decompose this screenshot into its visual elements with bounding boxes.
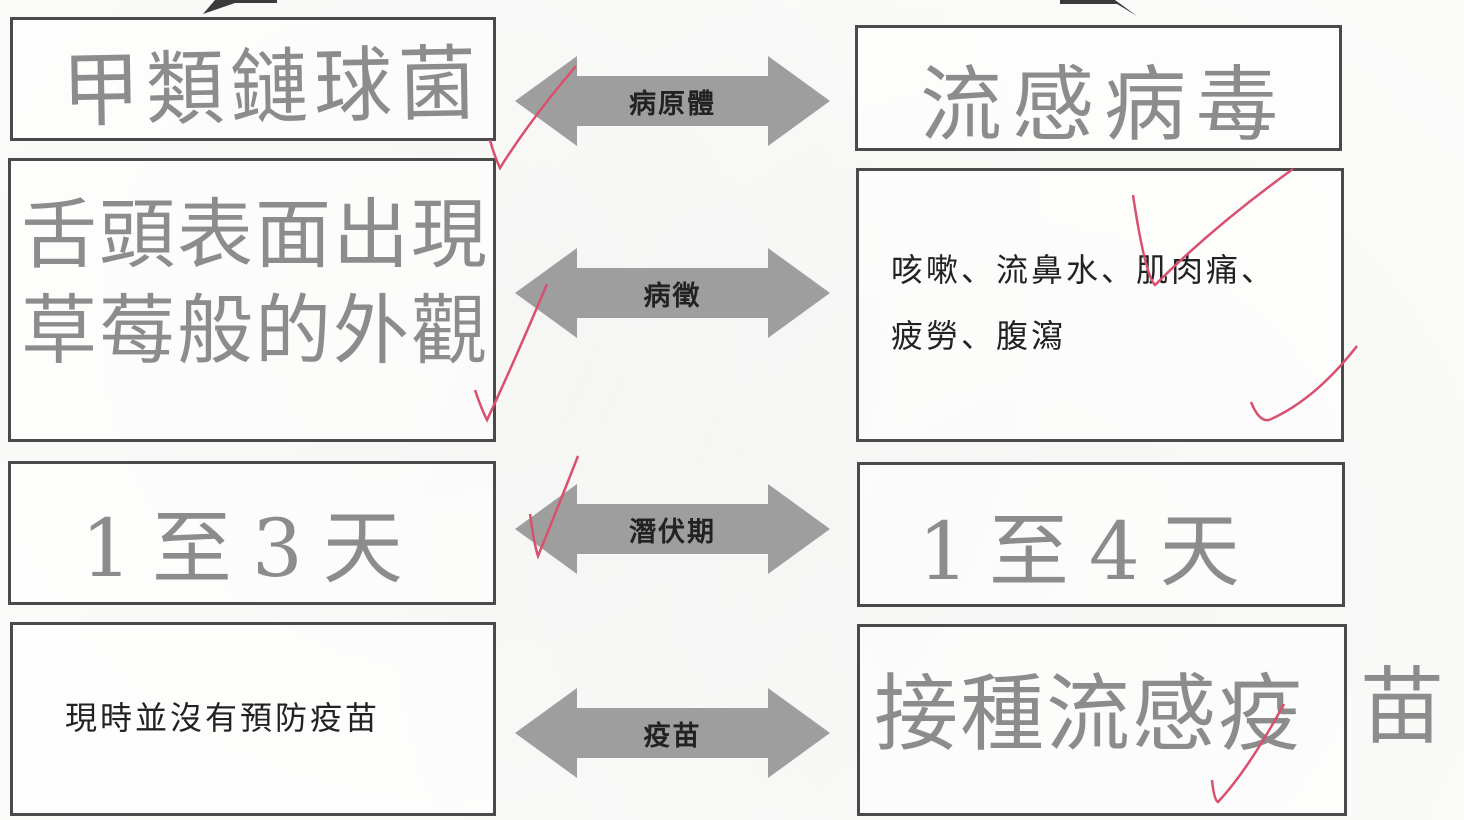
double-headed-arrow-icon bbox=[515, 688, 830, 778]
left-box-pathogen: 甲類鏈球菌 bbox=[10, 17, 496, 141]
left-box-vaccine: 現時並沒有預防疫苗 bbox=[10, 622, 496, 816]
category-label-pathogen: 病原體 bbox=[629, 89, 716, 120]
right-box-symptoms: 咳嗽、流鼻水、肌肉痛、 疲勞、腹瀉 bbox=[856, 168, 1344, 442]
pathogen-right-answer: 流感病毒 bbox=[920, 58, 1289, 153]
category-label-vaccine: 疫苗 bbox=[643, 721, 702, 752]
category-label-incubation: 潛伏期 bbox=[629, 517, 716, 548]
incubation-right-answer: 1至4天 bbox=[918, 505, 1260, 598]
arrow-incubation: 潛伏期 bbox=[515, 484, 830, 574]
right-box-pathogen: 流感病毒 bbox=[855, 25, 1342, 153]
pathogen-left-answer: 甲類鏈球菌 bbox=[61, 37, 483, 140]
symptoms-right-line1: 咳嗽、流鼻水、肌肉痛、 bbox=[891, 251, 1277, 289]
arrow-pathogen: 病原體 bbox=[515, 56, 830, 146]
double-headed-arrow-icon bbox=[515, 248, 830, 338]
left-box-symptoms: 舌頭表面出現 草莓般的外觀 bbox=[8, 158, 496, 442]
symptoms-left-line2: 草莓般的外觀 bbox=[21, 286, 489, 375]
symptoms-right-line2: 疲勞、腹瀉 bbox=[891, 317, 1067, 355]
arrow-symptoms: 病徵 bbox=[515, 248, 830, 338]
right-box-vaccine: 接種流感疫 bbox=[857, 624, 1347, 816]
incubation-left-answer: 1至3天 bbox=[81, 502, 423, 595]
double-headed-arrow-icon bbox=[515, 484, 830, 574]
symptoms-left-line1: 舌頭表面出現 bbox=[21, 190, 489, 279]
arrow-vaccine: 疫苗 bbox=[515, 688, 830, 778]
top-left-arrow-icon bbox=[203, 0, 277, 14]
left-box-incubation: 1至3天 bbox=[8, 461, 496, 605]
vaccine-left-answer: 現時並沒有預防疫苗 bbox=[65, 699, 381, 737]
top-right-arrow-icon bbox=[1060, 0, 1137, 16]
category-label-symptoms: 病徵 bbox=[643, 281, 702, 312]
right-box-incubation: 1至4天 bbox=[857, 462, 1345, 607]
vaccine-right-overflow: 苗 bbox=[1360, 658, 1451, 756]
double-headed-arrow-icon bbox=[515, 56, 830, 146]
vaccine-right-answer: 接種流感疫 bbox=[874, 665, 1305, 763]
